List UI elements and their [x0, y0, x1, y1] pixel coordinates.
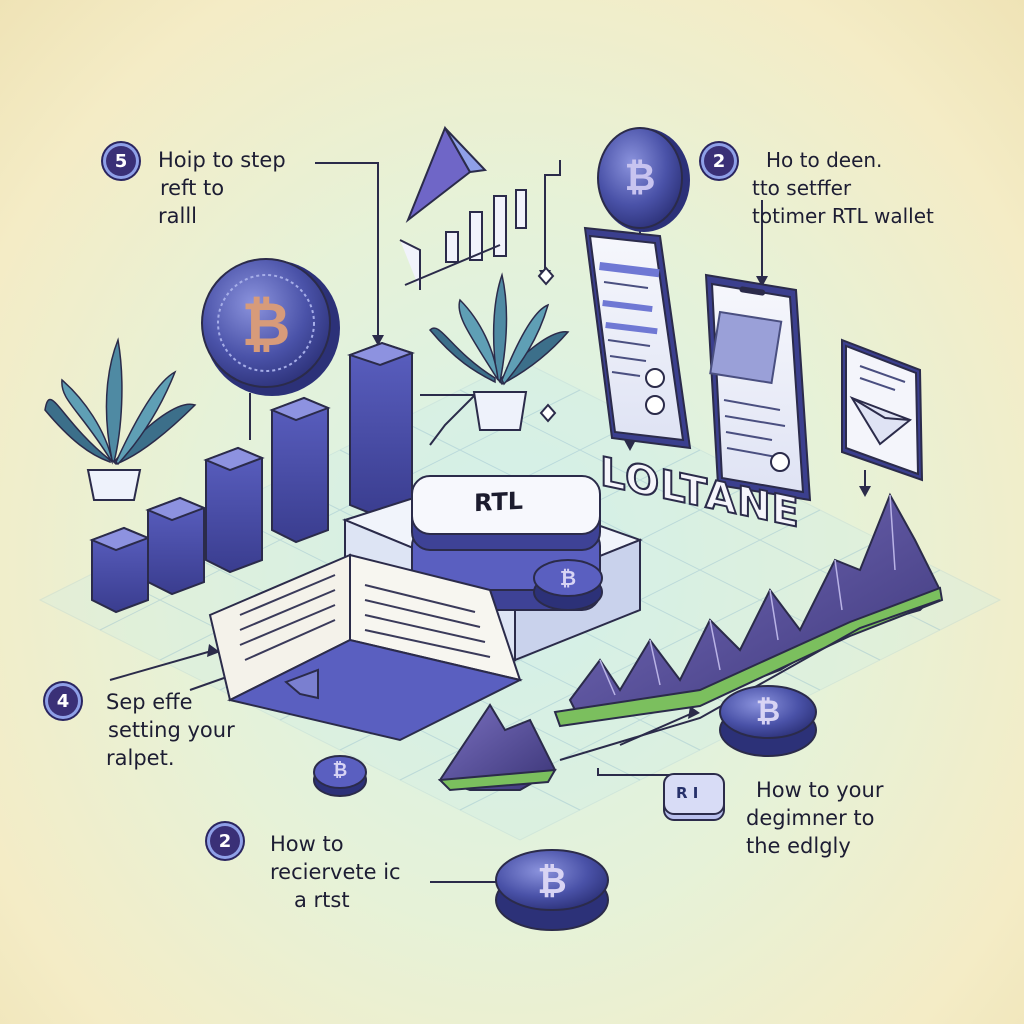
plant-center — [428, 272, 570, 431]
caption-line: degimner to — [746, 806, 875, 830]
caption-line: Ho to deen. — [766, 148, 883, 172]
step-caption-top-right: Ho to deen. tto setffer totimer RTL wall… — [752, 146, 934, 230]
step-badge-middle-left: 4 — [48, 686, 78, 716]
decor-diamonds — [537, 266, 557, 423]
coin-bottom-center — [495, 849, 609, 931]
coin-small-left — [313, 755, 367, 797]
paper-plane-icon — [405, 125, 488, 224]
mountain-base-strip — [559, 599, 941, 761]
open-book — [208, 553, 523, 742]
large-coin-left — [201, 258, 340, 440]
caption-line: totimer RTL wallet — [752, 204, 934, 228]
caption-line: the edlgly — [746, 834, 851, 858]
caption-line: a rtst — [294, 888, 350, 912]
rtl-block-label: RTL — [474, 486, 524, 518]
envelope-card — [841, 338, 924, 482]
platform-coin — [533, 559, 603, 611]
caption-line: How to — [270, 832, 344, 856]
coin-symbol-bottom-right: ₿ — [755, 694, 781, 729]
caption-line: ralpet. — [106, 746, 175, 770]
caption-line: How to your — [756, 778, 884, 802]
caption-line: Sep effe — [106, 690, 193, 714]
mountain-range — [437, 492, 944, 792]
coin-symbol-platform: ₿ — [559, 566, 577, 590]
phone-left — [583, 226, 692, 450]
rtl-chip-label: R I — [676, 784, 699, 802]
step-caption-top-left: Hoip to step reft to ralll — [158, 146, 286, 230]
bar-chart-blocks — [89, 341, 415, 614]
step-caption-middle-left: Sep effe setting your ralpet. — [106, 688, 235, 772]
caption-line: reciervete ic — [270, 860, 401, 884]
rtl-chip — [663, 773, 725, 821]
plant-left — [44, 337, 197, 501]
caption-line: Hoip to step — [158, 148, 286, 172]
mini-bar-chart-icon — [399, 189, 527, 290]
caption-line: reft to — [160, 176, 225, 200]
coin-symbol-bottom-center: ₿ — [537, 861, 567, 902]
step-caption-bottom-right: How to your degimner to the edlgly — [746, 776, 883, 860]
caption-line: setting your — [108, 718, 235, 742]
step-badge-top-right: 2 — [704, 146, 734, 176]
caption-line: tto setffer — [752, 176, 852, 200]
coin-bottom-right — [719, 685, 817, 757]
coin-symbol-top: ₿ — [624, 155, 656, 199]
phone-right — [704, 273, 812, 502]
coin-symbol-small-left: ₿ — [332, 760, 348, 781]
coin-symbol-large: ₿ — [241, 290, 291, 360]
caption-line: ralll — [158, 204, 198, 228]
step-caption-bottom-left: How to reciervete ic a rtst — [270, 830, 401, 914]
top-coin — [597, 127, 690, 236]
step-badge-top-left: 5 — [106, 146, 136, 176]
step-badge-bottom-left: 2 — [210, 826, 240, 856]
